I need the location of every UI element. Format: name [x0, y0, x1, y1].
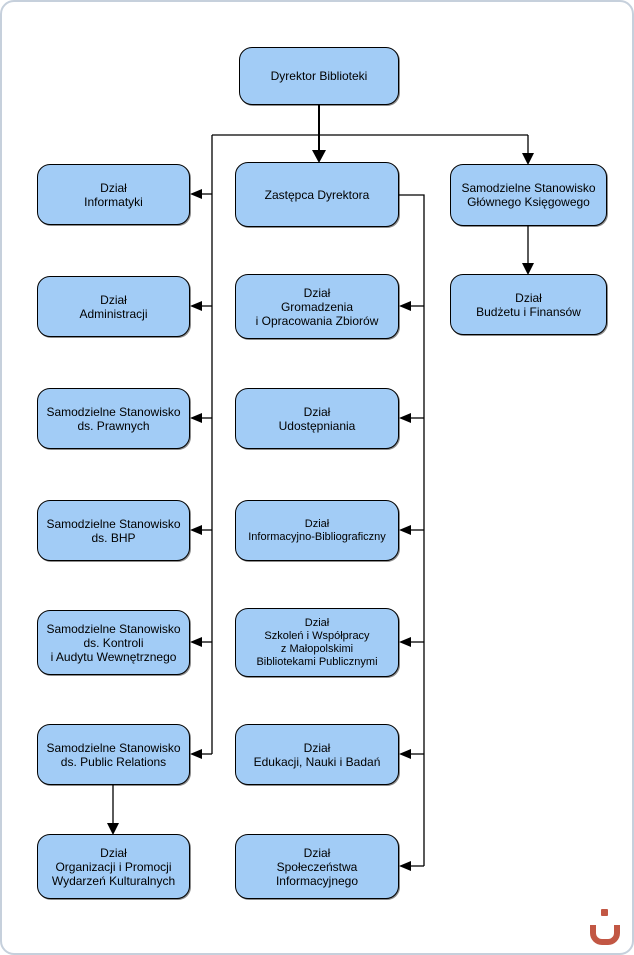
org-node-stanowisko-prawne: Samodzielne Stanowisko ds. Prawnych [37, 388, 190, 449]
org-node-label: Dział Szkoleń i Współpracy z Małopolskim… [256, 616, 378, 668]
org-node-label: Samodzielne Stanowisko ds. BHP [46, 516, 181, 545]
org-node-edukacja-nauka-badania: Dział Edukacji, Nauki i Badań [235, 724, 399, 785]
org-node-label: Dział Edukacji, Nauki i Badań [253, 740, 381, 769]
org-node-stanowisko-bhp: Samodzielne Stanowisko ds. BHP [37, 500, 190, 561]
org-node-label: Dział Budżetu i Finansów [476, 290, 581, 319]
org-node-organizacja-promocja: Dział Organizacji i Promocji Wydarzeń Ku… [37, 834, 190, 899]
org-node-budzet-finanse: Dział Budżetu i Finansów [450, 274, 607, 335]
org-node-label: Dział Społeczeństwa Informacyjnego [275, 845, 359, 888]
org-node-label: Dział Informatyki [84, 180, 143, 209]
logo-u-glyph-icon [590, 925, 620, 945]
org-node-label: Samodzielne Stanowisko Głównego Księgowe… [461, 181, 596, 209]
org-node-label: Samodzielne Stanowisko ds. Public Relati… [46, 740, 181, 769]
org-node-label: Dział Organizacji i Promocji Wydarzeń Ku… [51, 845, 176, 888]
org-node-zastepca-dyrektora: Zastępca Dyrektora [235, 162, 399, 227]
logo-mark [590, 909, 628, 945]
org-node-glowny-ksiegowy: Samodzielne Stanowisko Głównego Księgowe… [450, 164, 607, 226]
org-node-label: Samodzielne Stanowisko ds. Kontroli i Au… [46, 621, 181, 664]
org-node-dzial-administracji: Dział Administracji [37, 276, 190, 337]
org-node-spoleczenstwo-informacyjne: Dział Społeczeństwa Informacyjnego [235, 834, 399, 899]
org-node-label: Dział Administracji [79, 292, 148, 321]
org-node-gromadzenie-zbiorow: Dział Gromadzenia i Opracowania Zbiorów [235, 274, 399, 339]
logo-dot-icon [601, 909, 608, 916]
org-node-udostepnianie: Dział Udostępniania [235, 388, 399, 449]
org-node-label: Zastępca Dyrektora [264, 187, 370, 202]
org-node-label: Samodzielne Stanowisko ds. Prawnych [46, 404, 181, 433]
org-node-label: Dyrektor Biblioteki [270, 69, 368, 83]
org-node-label: Dział Informacyjno-Bibliograficzny [248, 517, 386, 543]
org-node-informacyjno-bibliograficzny: Dział Informacyjno-Bibliograficzny [235, 500, 399, 561]
org-node-kontrola-audyt: Samodzielne Stanowisko ds. Kontroli i Au… [37, 610, 190, 675]
org-node-dzial-informatyki: Dział Informatyki [37, 164, 190, 225]
org-node-szkolenia-wspolpraca: Dział Szkoleń i Współpracy z Małopolskim… [235, 608, 399, 677]
org-node-public-relations: Samodzielne Stanowisko ds. Public Relati… [37, 724, 190, 785]
org-node-label: Dział Udostępniania [278, 404, 356, 433]
org-node-dyrektor-biblioteki: Dyrektor Biblioteki [239, 47, 399, 105]
org-node-label: Dział Gromadzenia i Opracowania Zbiorów [255, 285, 379, 328]
